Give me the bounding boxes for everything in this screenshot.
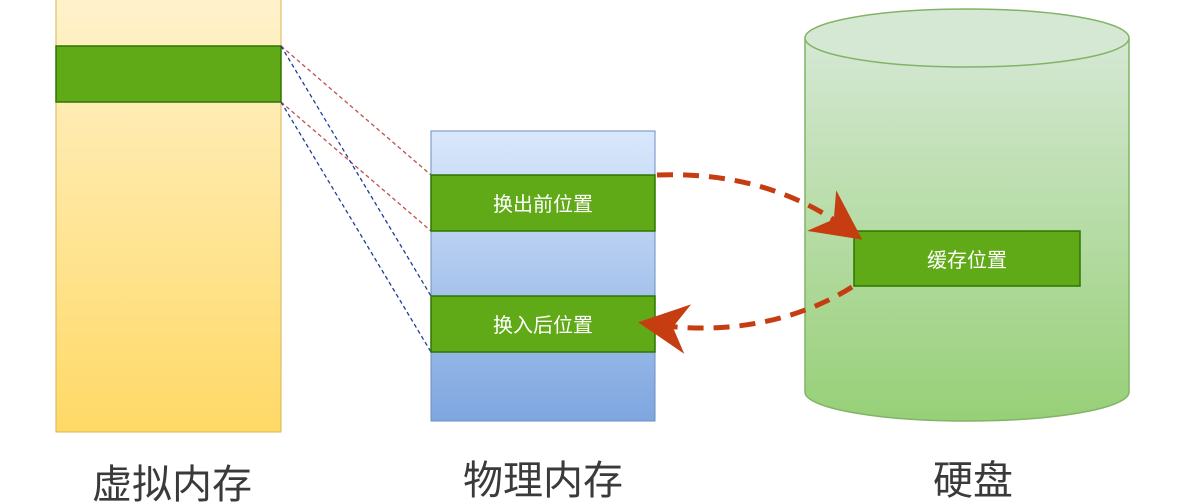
mapping-line-blue-bottom (280, 101, 432, 353)
swap-in-position-block (430, 295, 656, 353)
disk-cylinder-body (804, 38, 1130, 422)
physical-memory-caption: 物理内存 (463, 458, 623, 504)
mapping-line-red-top (280, 45, 432, 176)
virtual-memory-page (55, 45, 282, 103)
virtual-memory-caption: 虚拟内存 (92, 462, 252, 504)
swap-in-position-label: 换入后位置 (493, 313, 593, 337)
mapping-line-red-bottom (280, 101, 432, 232)
cache-position-block (853, 230, 1081, 287)
cache-position-label: 缓存位置 (927, 248, 1007, 272)
swap-out-arrow (656, 172, 863, 240)
swap-out-position-label: 换出前位置 (493, 192, 593, 216)
disk-cylinder-top (804, 8, 1130, 68)
disk-caption: 硬盘 (933, 458, 1013, 504)
swap-out-position-block (430, 174, 656, 232)
mapping-line-blue-top (280, 45, 432, 297)
